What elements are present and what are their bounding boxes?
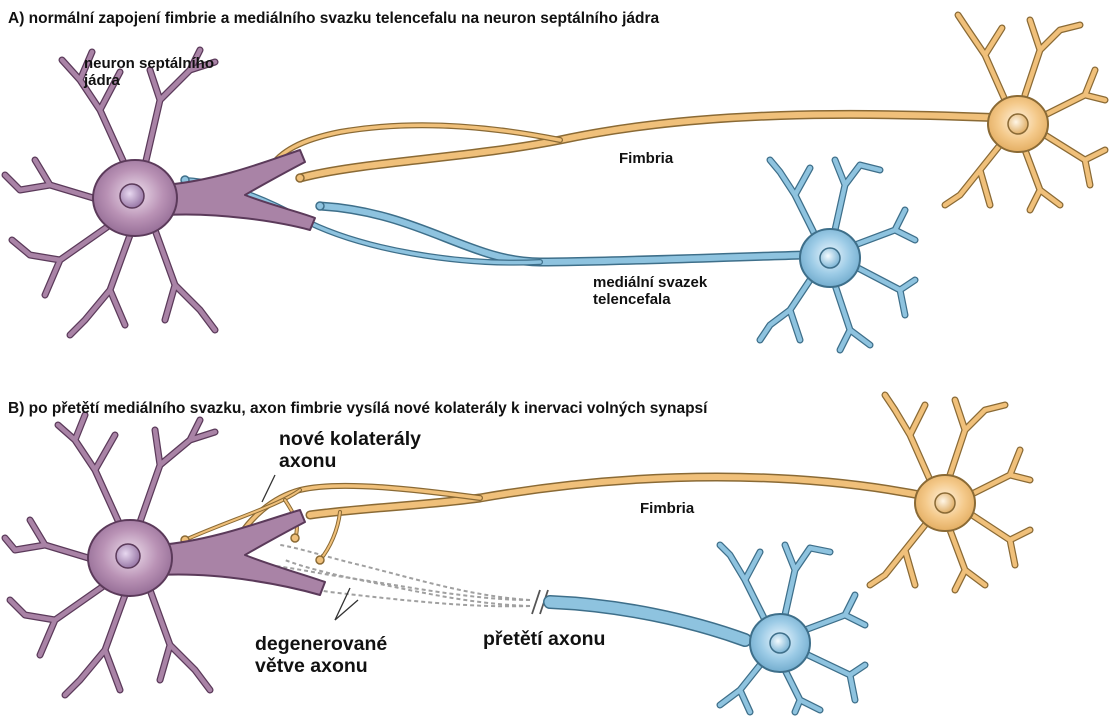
new-collateral-2 — [320, 512, 340, 560]
panel-b — [5, 395, 1030, 712]
collaterals-label-line2: axonu — [279, 450, 421, 472]
bundle-nucleus-b — [770, 633, 790, 653]
fimbria-axon-a — [268, 114, 1005, 182]
panel-b-title: B) po přetětí mediálního svazku, axon fi… — [8, 400, 707, 418]
bundle-label-line1: mediální svazek — [593, 274, 707, 291]
septal-neuron-label-line1: neuron septálního — [84, 55, 214, 72]
collaterals-label-line1: nové kolaterály — [279, 428, 421, 450]
bundle-label-a: mediální svazek telencefala — [593, 274, 707, 309]
fimbria-nucleus-a — [1008, 114, 1028, 134]
collaterals-label: nové kolaterály axonu — [279, 428, 421, 473]
cut-label: přetětí axonu — [483, 628, 605, 650]
fimbria-label-b: Fimbria — [640, 500, 694, 517]
septal-neuron-a — [5, 50, 315, 335]
bundle-neuron-b — [720, 545, 865, 712]
degenerated-label-line2: větve axonu — [255, 655, 387, 677]
degenerated-label-line1: degenerované — [255, 633, 387, 655]
septal-nucleus-b — [116, 544, 140, 568]
septal-nucleus-a — [120, 184, 144, 208]
panel-a-title: A) normální zapojení fimbrie a mediálníh… — [8, 10, 659, 28]
fimbria-label-a: Fimbria — [619, 150, 673, 167]
septal-neuron-label-line2: jádra — [84, 72, 214, 89]
degenerated-label: degenerované větve axonu — [255, 633, 387, 678]
bundle-nucleus-a — [820, 248, 840, 268]
septal-neuron-label-a: neuron septálního jádra — [84, 55, 214, 90]
fimbria-nucleus-b — [935, 493, 955, 513]
bundle-label-line2: telencefala — [593, 291, 707, 308]
